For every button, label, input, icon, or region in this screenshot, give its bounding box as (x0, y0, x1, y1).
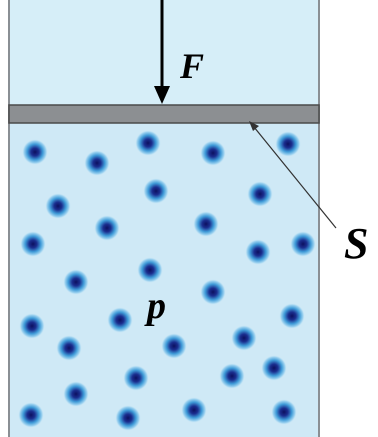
gas-particle (161, 333, 187, 359)
gas-particle (143, 178, 169, 204)
gas-particle (200, 279, 226, 305)
gas-particle (247, 181, 273, 207)
gas-particle (20, 231, 46, 257)
gas-particle (219, 363, 245, 389)
gas-particle (261, 355, 287, 381)
gas-particle (181, 397, 207, 423)
gas-particle (123, 365, 149, 391)
gas-particle (22, 139, 48, 165)
force-label: F (179, 46, 204, 86)
force-arrow (154, 0, 170, 104)
pressure-label: p (144, 285, 166, 327)
gas-particle (271, 399, 297, 425)
gas-particle (107, 307, 133, 333)
gas-particle (63, 381, 89, 407)
gas-region (10, 122, 318, 437)
piston (8, 104, 320, 124)
gas-particle (94, 215, 120, 241)
gas-particle (84, 150, 110, 176)
gas-particle (193, 211, 219, 237)
gas-particle (200, 140, 226, 166)
gas-particles (18, 130, 316, 431)
gas-particle (279, 303, 305, 329)
gas-particle (135, 130, 161, 156)
gas-particle (290, 231, 316, 257)
gas-particle (137, 257, 163, 283)
gas-particle (245, 239, 271, 265)
gas-particle (18, 402, 44, 428)
gas-particle (19, 313, 45, 339)
gas-particle (231, 325, 257, 351)
gas-particle (45, 193, 71, 219)
area-pointer-arrow (249, 121, 337, 229)
gas-particle (115, 405, 141, 431)
area-label: S (344, 219, 368, 268)
gas-particle (275, 131, 301, 157)
gas-particle (56, 335, 82, 361)
gas-particle (63, 269, 89, 295)
